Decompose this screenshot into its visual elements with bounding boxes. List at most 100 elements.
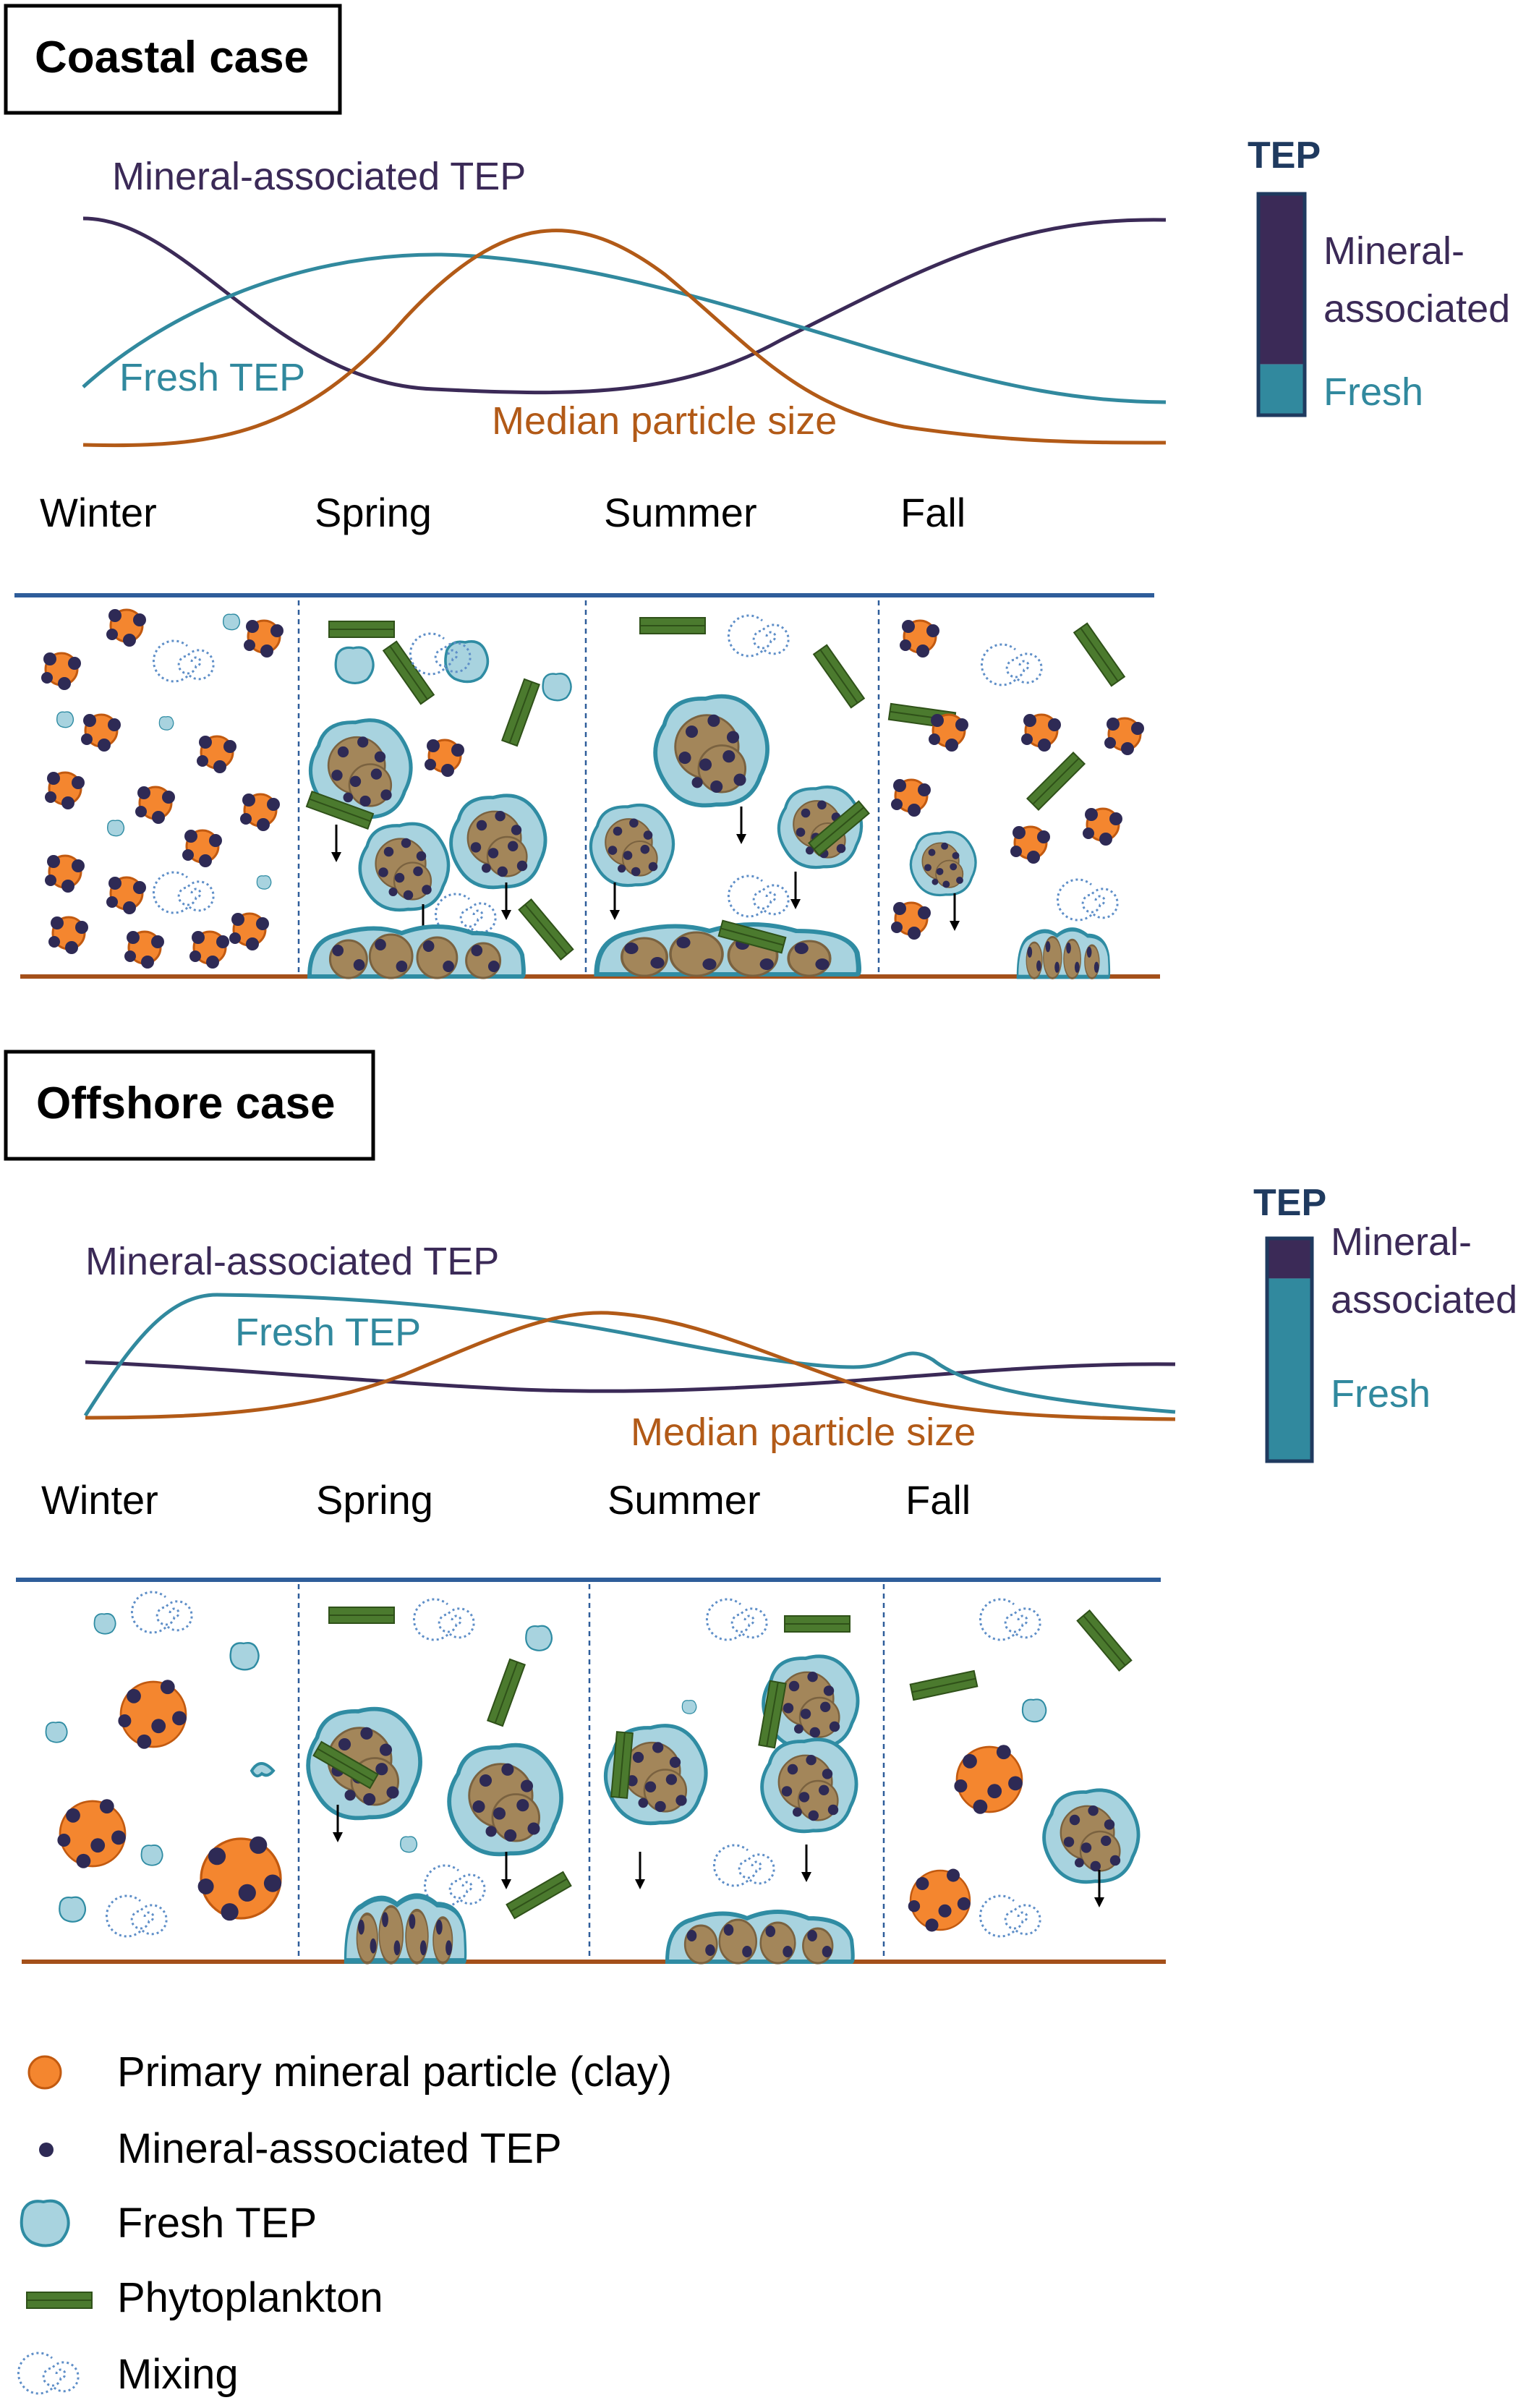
- legend: Primary mineral particle (clay) Mineral-…: [17, 2048, 672, 2398]
- clay-particle: [195, 734, 238, 775]
- phytoplankton-cell: [487, 1658, 526, 1727]
- mixing-swirl: [130, 1591, 193, 1634]
- legend-label-fresh-tep: Fresh TEP: [117, 2200, 317, 2247]
- clay-particle: [927, 712, 970, 753]
- sinking-arrow: [500, 1850, 513, 1891]
- offshore-title: Offshore case: [36, 1079, 336, 1128]
- clay-particle: [1081, 807, 1124, 847]
- tep-aggregate: [308, 1709, 420, 1818]
- offshore-tep-bar-frame: [1265, 1236, 1314, 1463]
- coastal-fresh-tep-curve: [82, 252, 1167, 404]
- coastal-particle-size-curve: [82, 229, 1167, 448]
- clay-particle: [242, 618, 285, 659]
- phytoplankton-cell: [501, 678, 540, 747]
- fresh-tep-blob: [158, 716, 174, 731]
- offshore-fall-panel: [907, 1598, 1138, 1938]
- coastal-season-winter: Winter: [40, 490, 157, 535]
- offshore-tep-bar-mineral-line2: associated: [1331, 1278, 1517, 1322]
- legend-item-mineral-tep: Mineral-associated TEP: [39, 2125, 562, 2172]
- coastal-mineral-tep-label: Mineral-associated TEP: [112, 155, 526, 198]
- coastal-tep-bar-mineral-line1: Mineral-: [1323, 229, 1465, 273]
- fresh-tep-blob: [400, 1836, 418, 1853]
- tep-aggregate: [909, 830, 977, 897]
- fresh-tep-blob: [45, 1722, 68, 1743]
- fresh-tep-blob: [256, 875, 272, 890]
- coastal-fresh-tep-label: Fresh TEP: [119, 356, 305, 399]
- clay-particle: [43, 854, 86, 894]
- clay-particle: [80, 712, 122, 753]
- offshore-title-box: [4, 1050, 375, 1161]
- tep-aggregate: [591, 805, 673, 885]
- clay-particle: [188, 929, 231, 970]
- sediment-layer: [1018, 929, 1109, 978]
- offshore-case: Offshore case Mineral-associated TEP Fre…: [4, 1050, 1517, 1963]
- offshore-particle-size-label: Median particle size: [631, 1411, 976, 1454]
- phytoplankton-icon: [26, 2292, 93, 2309]
- clay-particle: [890, 778, 932, 818]
- offshore-tep-bar-heading: TEP: [1253, 1182, 1326, 1224]
- phytoplankton-cell: [1026, 752, 1086, 811]
- mixing-swirl: [727, 875, 790, 918]
- coastal-summer-panel: [591, 614, 870, 976]
- fresh-tep-blob-icon: [20, 2199, 70, 2247]
- legend-item-fresh-tep: Fresh TEP: [20, 2199, 317, 2247]
- sinking-arrow: [735, 805, 748, 846]
- clay-particle: [953, 1743, 1024, 1816]
- tep-aggregate: [449, 1745, 561, 1855]
- sinking-arrow: [634, 1850, 647, 1891]
- clay-particle: [1009, 825, 1052, 865]
- mixing-swirl: [727, 614, 790, 658]
- offshore-summer-panel: [605, 1598, 858, 1963]
- clay-particle: [123, 929, 166, 970]
- mixing-swirl-icon: [17, 2352, 80, 2395]
- fresh-tep-blob: [93, 1613, 116, 1635]
- fresh-tep-blob: [140, 1845, 163, 1866]
- mixing-swirl: [152, 639, 215, 683]
- clay-particle-icon: [27, 2055, 62, 2090]
- clay-particle: [239, 792, 281, 833]
- coastal-season-spring: Spring: [315, 490, 432, 535]
- tep-aggregate: [451, 796, 545, 888]
- mixing-swirl: [105, 1894, 168, 1938]
- clay-particle: [907, 1868, 972, 1933]
- clay-particle: [1020, 712, 1062, 753]
- fresh-tep-blob: [334, 646, 375, 685]
- tep-aggregate: [762, 1740, 856, 1831]
- coastal-water-column: [14, 593, 1160, 978]
- clay-particle: [1103, 716, 1146, 757]
- offshore-water-column: [16, 1578, 1166, 1963]
- clay-particle: [105, 875, 148, 916]
- coastal-tep-bar-mineral-line2: associated: [1323, 287, 1510, 331]
- coastal-season-labels: Winter Spring Summer Fall: [40, 490, 965, 535]
- legend-label-mineral-tep: Mineral-associated TEP: [117, 2125, 562, 2172]
- coastal-fall-panel: [887, 618, 1146, 978]
- sinking-arrow: [330, 823, 343, 864]
- offshore-season-summer: Summer: [608, 1477, 761, 1523]
- clay-particle: [43, 770, 86, 811]
- legend-item-clay: Primary mineral particle (clay): [27, 2048, 672, 2096]
- coastal-tep-bar-fresh-label: Fresh: [1323, 370, 1423, 414]
- sinking-arrow: [608, 881, 621, 922]
- offshore-tep-bar: TEP Mineral- associated Fresh: [1253, 1182, 1517, 1463]
- offshore-spring-panel: [308, 1598, 572, 1963]
- legend-item-phytoplankton: Phytoplankton: [26, 2274, 383, 2321]
- phytoplankton-cell: [1073, 622, 1125, 687]
- offshore-mineral-tep-label: Mineral-associated TEP: [85, 1240, 499, 1283]
- clay-particle: [134, 785, 176, 825]
- fresh-tep-blob: [444, 640, 490, 684]
- mineral-tep-dot-icon: [39, 2143, 54, 2157]
- sinking-arrow: [948, 892, 961, 932]
- offshore-season-winter: Winter: [41, 1477, 158, 1523]
- offshore-fresh-tep-curve: [83, 1293, 1176, 1417]
- sinking-arrow: [789, 870, 802, 911]
- coastal-title: Coastal case: [35, 33, 309, 82]
- offshore-tep-bar-mineral-line1: Mineral-: [1331, 1220, 1472, 1264]
- mixing-swirl: [979, 1894, 1041, 1938]
- mixing-swirl: [1056, 878, 1119, 922]
- mixing-swirl: [712, 1844, 775, 1887]
- clay-particle: [56, 1798, 127, 1870]
- fresh-tep-blob: [681, 1700, 697, 1714]
- phytoplankton-cell: [328, 621, 395, 638]
